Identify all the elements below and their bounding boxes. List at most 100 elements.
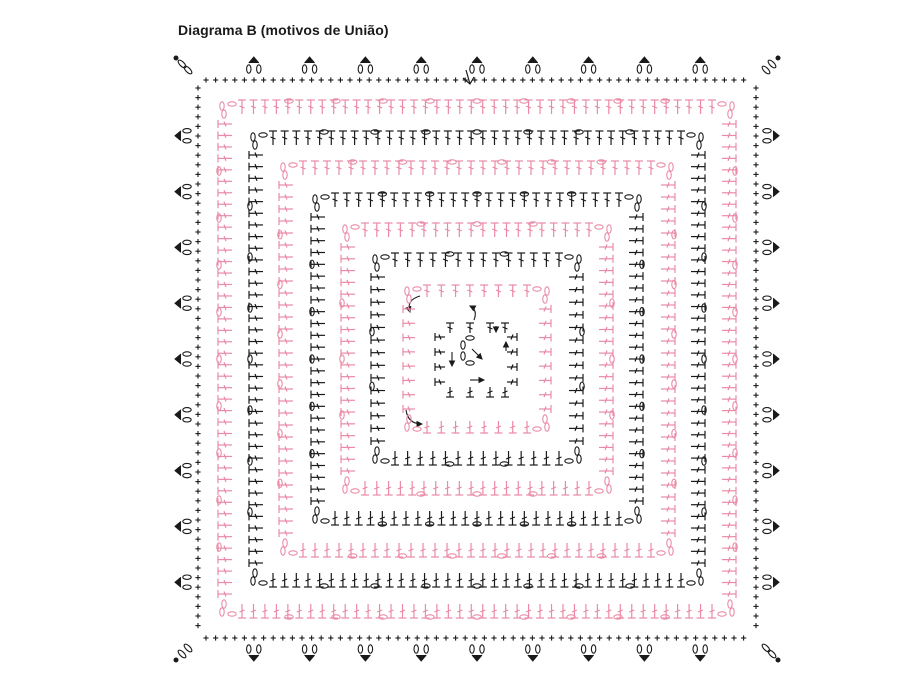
double-crochet-stitch	[537, 130, 546, 145]
double-crochet-stitch	[434, 333, 445, 341]
chain-stitch	[671, 478, 677, 489]
single-crochet-stitch	[195, 114, 201, 120]
double-crochet-stitch	[599, 408, 614, 417]
single-crochet-stitch	[195, 363, 201, 369]
double-crochet-stitch	[299, 543, 307, 558]
single-crochet-stitch	[195, 594, 201, 600]
chain-stitch	[580, 64, 587, 74]
double-crochet-stitch	[629, 331, 644, 340]
double-crochet-stitch	[691, 395, 706, 404]
double-crochet-stitch	[555, 192, 564, 207]
double-crochet-stitch	[340, 419, 355, 428]
chain-stitch	[671, 229, 677, 240]
double-crochet-stitch	[295, 99, 304, 114]
single-crochet-stitch	[424, 635, 430, 641]
single-crochet-stitch	[753, 162, 759, 168]
single-crochet-stitch	[753, 373, 759, 379]
double-crochet-stitch	[396, 481, 405, 496]
double-crochet-stitch	[722, 486, 737, 495]
single-crochet-stitch	[433, 77, 439, 83]
chain-stitch	[762, 462, 772, 469]
double-crochet-stitch	[327, 573, 336, 588]
double-crochet-stitch	[691, 500, 706, 509]
double-crochet-stitch	[350, 130, 359, 145]
double-crochet-stitch	[454, 252, 463, 267]
single-crochet-stitch	[195, 575, 201, 581]
chain-stitch	[566, 191, 577, 197]
single-crochet-stitch	[405, 77, 411, 83]
double-crochet-stitch	[390, 192, 399, 207]
single-crochet-stitch	[462, 635, 468, 641]
chain-stitch	[421, 583, 431, 589]
chain-stitch	[309, 259, 315, 270]
double-crochet-stitch	[248, 314, 263, 323]
chain-stitch	[216, 542, 222, 552]
chain-stitch	[701, 405, 707, 415]
double-crochet-stitch	[217, 223, 232, 232]
double-crochet-stitch	[691, 419, 706, 428]
picot	[469, 56, 485, 74]
chain-stitch	[182, 361, 192, 367]
double-crochet-stitch	[722, 590, 737, 598]
single-crochet-stitch	[318, 635, 324, 641]
chain-stitch	[277, 279, 283, 290]
single-crochet-stitch	[753, 123, 759, 129]
double-crochet-stitch	[579, 511, 588, 526]
chain-stitch	[660, 98, 670, 104]
double-crochet-stitch	[722, 383, 737, 392]
single-crochet-stitch	[318, 77, 324, 83]
double-crochet-stitch	[722, 326, 737, 335]
single-crochet-stitch	[753, 143, 759, 149]
double-crochet-stitch	[661, 361, 676, 369]
double-crochet-stitch	[303, 130, 312, 145]
single-crochet-stitch	[753, 546, 759, 552]
double-crochet-stitch	[248, 524, 263, 533]
single-crochet-stitch	[453, 77, 459, 83]
double-crochet-stitch	[416, 252, 425, 267]
double-crochet-stitch	[490, 604, 499, 619]
chain-stitch	[469, 64, 475, 74]
single-crochet-stitch	[424, 77, 430, 83]
single-crochet-stitch	[299, 77, 305, 83]
single-crochet-stitch	[753, 133, 759, 139]
double-crochet-stitch	[366, 511, 375, 526]
chain-stitch	[624, 518, 634, 524]
double-crochet-stitch	[501, 387, 509, 398]
double-crochet-stitch	[217, 578, 232, 587]
double-crochet-stitch	[425, 192, 434, 207]
double-crochet-stitch	[539, 319, 552, 328]
double-crochet-stitch	[431, 160, 439, 175]
chain-stitch	[762, 417, 772, 423]
single-crochet-stitch	[357, 77, 363, 83]
double-crochet-stitch	[451, 421, 460, 434]
double-crochet-stitch	[537, 481, 546, 496]
double-crochet-stitch	[311, 543, 319, 558]
chain-stitch	[762, 305, 772, 311]
double-crochet-stitch	[722, 177, 737, 186]
chain-stitch	[314, 202, 320, 212]
double-crochet-stitch	[722, 154, 737, 163]
single-crochet-stitch	[520, 77, 526, 83]
double-crochet-stitch	[599, 254, 614, 263]
round-3	[339, 221, 615, 497]
double-crochet-stitch	[387, 604, 396, 619]
chain-stitch	[216, 495, 222, 505]
double-crochet-stitch	[629, 343, 644, 352]
chain-stitch	[219, 607, 225, 617]
double-crochet-stitch	[217, 440, 232, 449]
single-crochet-stitch	[753, 402, 759, 408]
single-crochet-stitch	[491, 635, 497, 641]
chain-stitch	[634, 506, 640, 516]
double-crochet-stitch	[370, 424, 385, 433]
picot	[636, 644, 653, 662]
double-crochet-stitch	[547, 604, 556, 619]
double-crochet-stitch	[691, 430, 706, 439]
double-crochet-stitch	[217, 418, 232, 427]
double-crochet-stitch	[722, 532, 737, 541]
chain-stitch	[309, 401, 315, 412]
double-crochet-stitch	[629, 497, 644, 505]
chain-stitch	[692, 644, 698, 654]
single-crochet-stitch	[753, 219, 759, 225]
double-crochet-stitch	[260, 604, 269, 619]
double-crochet-stitch	[575, 160, 583, 175]
